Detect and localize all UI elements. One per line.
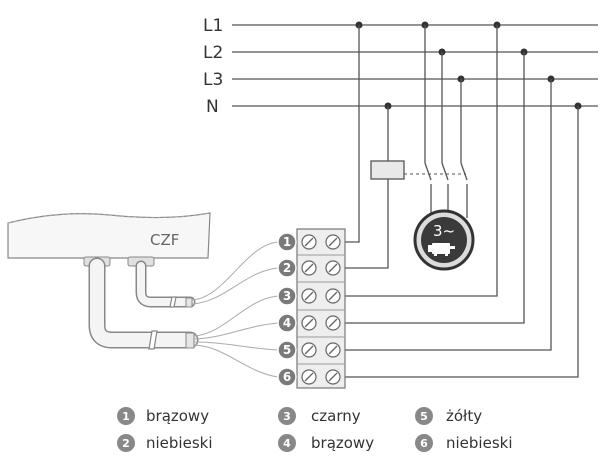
- terminal-badges: 1 2 3 4 5 6: [277, 232, 297, 387]
- terminal-badge: [277, 286, 297, 306]
- motor-label: 3~: [433, 222, 455, 240]
- legend: 1 brązowy 2 niebieski 3 czarny 4 brązowy…: [117, 407, 513, 452]
- wire-terminal-3-l1: [345, 25, 498, 297]
- legend-item-4: 4 brązowy: [278, 434, 374, 452]
- terminal-number: 2: [283, 261, 291, 275]
- legend-number: 5: [420, 410, 428, 423]
- bus-lines: [232, 24, 598, 107]
- legend-number: 6: [420, 437, 428, 450]
- wire-terminal-2-n: [345, 106, 389, 269]
- terminal-number: 6: [283, 370, 291, 384]
- screw-slot: [304, 372, 314, 382]
- legend-text: niebieski: [446, 434, 513, 452]
- czf-device: [7, 212, 211, 259]
- bus-label-n: N: [206, 97, 219, 117]
- legend-item-2: 2 niebieski: [117, 434, 213, 452]
- relay-coil: [370, 160, 405, 180]
- legend-item-1: 1 brązowy: [117, 407, 209, 425]
- cables: [88, 257, 199, 349]
- cable-break-marks: [148, 296, 177, 350]
- screw-slot: [328, 263, 338, 273]
- czf-label: CZF: [150, 231, 179, 249]
- screw-slot: [328, 291, 338, 301]
- terminal-badge: [277, 232, 297, 252]
- bus-label-l2: L2: [203, 43, 223, 63]
- contact-blade: [460, 162, 468, 181]
- bus-label-l1: L1: [203, 16, 223, 36]
- terminal-badge: [277, 340, 297, 360]
- screw-slot: [328, 237, 338, 247]
- screw-slot: [304, 263, 314, 273]
- junction-dots: [355, 21, 582, 110]
- screw-slot: [304, 291, 314, 301]
- terminal-screws: [301, 234, 341, 385]
- terminal-block: 1 2 3 4 5 6: [277, 228, 346, 389]
- legend-text: żółty: [446, 407, 482, 425]
- bus-label-l3: L3: [203, 70, 223, 90]
- conductor-1: [191, 241, 279, 301]
- contact-blade: [424, 162, 432, 181]
- wire-terminal-5-l3: [345, 79, 552, 351]
- czf-device-top-edge: [7, 212, 211, 224]
- terminal-number: 3: [283, 289, 291, 303]
- terminal-number: 5: [283, 343, 291, 357]
- contact-blade: [441, 162, 449, 181]
- cable-end: [185, 297, 193, 308]
- wire-terminal-6-n: [345, 106, 579, 378]
- terminal-badge: [277, 313, 297, 333]
- conductor-5: [193, 341, 279, 351]
- screw-slot: [328, 345, 338, 355]
- legend-text: brązowy: [311, 434, 374, 452]
- legend-item-3: 3 czarny: [278, 407, 361, 425]
- terminal-number: 1: [283, 235, 291, 249]
- terminal-badge: [277, 258, 297, 278]
- cable-end: [185, 332, 195, 349]
- legend-item-5: 5 żółty: [415, 407, 482, 425]
- motor-icon: [428, 243, 455, 256]
- wire-terminal-1-l1: [345, 25, 360, 243]
- conductor-2: [191, 267, 279, 305]
- legend-number: 1: [122, 410, 130, 423]
- terminal-badge: [277, 367, 297, 387]
- legend-text: czarny: [311, 407, 361, 425]
- wire-terminal-4-l2: [345, 52, 525, 324]
- motor: 3~: [413, 209, 475, 271]
- terminal-block-separators: [297, 254, 345, 365]
- conductor-4: [193, 322, 279, 340]
- screw-slot: [304, 345, 314, 355]
- conductors: [191, 241, 279, 378]
- terminal-number: 4: [283, 316, 291, 330]
- legend-number: 2: [122, 437, 130, 450]
- legend-number: 3: [283, 410, 291, 423]
- conductor-3: [193, 295, 279, 337]
- screw-slot: [304, 237, 314, 247]
- conductor-6: [193, 344, 279, 378]
- legend-text: brązowy: [146, 407, 209, 425]
- legend-item-6: 6 niebieski: [415, 434, 513, 452]
- legend-text: niebieski: [146, 434, 213, 452]
- legend-number: 4: [283, 437, 291, 450]
- screw-slot: [304, 318, 314, 328]
- screw-slot: [328, 318, 338, 328]
- wires: [345, 25, 579, 378]
- screw-slot: [328, 372, 338, 382]
